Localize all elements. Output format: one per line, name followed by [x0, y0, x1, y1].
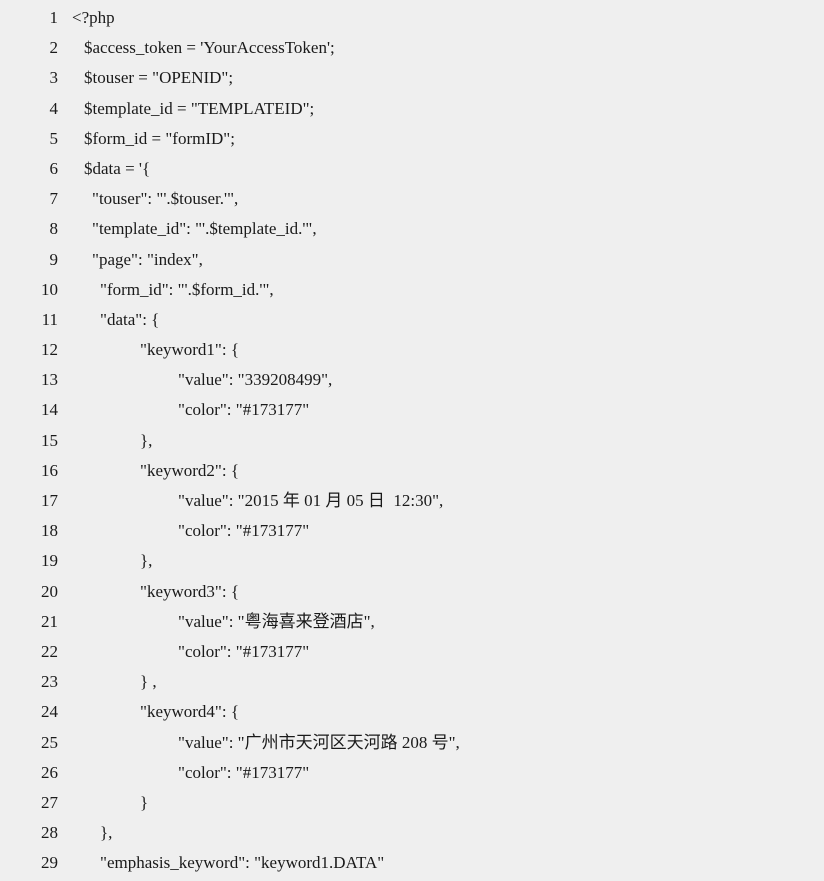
line-number: 28	[41, 823, 58, 843]
code-line: 3 $touser = "OPENID";	[0, 63, 824, 93]
line-number: 19	[41, 551, 58, 571]
code-line: 20 "keyword3": {	[0, 577, 824, 607]
code-line: 29 "emphasis_keyword": "keyword1.DATA"	[0, 848, 824, 878]
line-number: 16	[41, 460, 58, 480]
code-line: 23 } ,	[0, 667, 824, 697]
line-number: 13	[41, 370, 58, 390]
code-line: 25 "value": "广州市天河区天河路 208 号",	[0, 728, 824, 758]
code-line: 22 "color": "#173177"	[0, 637, 824, 667]
code-line: 11 "data": {	[0, 305, 824, 335]
line-text: },	[140, 551, 153, 571]
line-text: $form_id = "formID";	[84, 128, 235, 148]
line-text: "emphasis_keyword": "keyword1.DATA"	[100, 853, 385, 873]
line-text: "value": "339208499",	[178, 370, 333, 390]
line-number: 17	[41, 491, 58, 510]
line-text: "value": "2015 年 01 月 05 日 12:30",	[178, 491, 444, 510]
code-line: 15},	[0, 426, 824, 456]
line-text: "touser": "'.$touser.'",	[92, 189, 239, 209]
line-text: "color": "#173177"	[178, 641, 310, 661]
line-number: 18	[41, 521, 58, 541]
code-line: 13 "value": "339208499",	[0, 365, 824, 395]
line-text: "value": "广州市天河区天河路 208 号",	[178, 732, 460, 752]
code-line: 2 $access_token = 'YourAccessToken';	[0, 33, 824, 63]
line-text: "data": {	[100, 309, 160, 329]
line-text: }	[140, 792, 149, 812]
code-line: 28},	[0, 818, 824, 848]
line-text: "value": "粤海喜来登酒店",	[178, 611, 375, 631]
line-text: "form_id": "'.$form_id.'",	[100, 279, 274, 299]
line-number: 14	[41, 400, 58, 420]
code-line: 5 $form_id = "formID";	[0, 124, 824, 154]
line-number: 1	[49, 8, 59, 27]
line-number: 23	[41, 672, 58, 692]
line-text: },	[100, 823, 113, 843]
line-number: 11	[41, 309, 58, 329]
line-number: 26	[41, 762, 58, 782]
code-line: 21 "value": "粤海喜来登酒店",	[0, 607, 824, 637]
line-text: "template_id": "'.$template_id.'",	[92, 219, 317, 239]
code-line: 18 "color": "#173177"	[0, 516, 824, 546]
line-number: 27	[41, 792, 58, 812]
code-line: 7 "touser": "'.$touser.'",	[0, 184, 824, 214]
line-text: } ,	[140, 672, 157, 692]
code-line: 1 <?php	[0, 3, 824, 33]
code-line: 8 "template_id": "'.$template_id.'",	[0, 214, 824, 244]
line-number: 5	[49, 128, 59, 148]
code-line: 17 "value": "2015 年 01 月 05 日 12:30",	[0, 486, 824, 516]
code-line: 24 "keyword4": {	[0, 697, 824, 727]
line-number: 24	[41, 702, 58, 722]
line-text: $touser = "OPENID";	[84, 68, 234, 88]
code-line: 16 "keyword2": {	[0, 456, 824, 486]
line-number: 22	[41, 641, 58, 661]
line-number: 8	[49, 219, 59, 239]
line-text: },	[140, 430, 153, 450]
line-text: "page": "index",	[92, 249, 203, 269]
line-text: $data = '{	[84, 158, 151, 178]
line-number: 21	[41, 611, 58, 631]
code-line: 6 $data = '{	[0, 154, 824, 184]
line-text: "keyword3": {	[140, 581, 239, 601]
line-text: "keyword4": {	[140, 702, 239, 722]
line-text: "keyword2": {	[140, 460, 239, 480]
line-number: 10	[41, 279, 58, 299]
code-line: 27}	[0, 788, 824, 818]
line-text: $access_token = 'YourAccessToken';	[84, 38, 335, 58]
line-number: 4	[49, 98, 59, 118]
line-number: 3	[49, 68, 59, 88]
line-number: 2	[49, 38, 59, 58]
line-number: 15	[41, 430, 58, 450]
line-number: 7	[49, 189, 59, 209]
line-text: <?php	[72, 8, 115, 27]
line-number: 25	[41, 732, 58, 752]
line-text: "keyword1": {	[140, 340, 239, 360]
code-line: 10 "form_id": "'.$form_id.'",	[0, 275, 824, 305]
code-line: 14 "color": "#173177"	[0, 395, 824, 425]
line-number: 29	[41, 853, 58, 873]
line-text: $template_id = "TEMPLATEID";	[84, 98, 315, 118]
line-number: 9	[49, 249, 59, 269]
line-text: "color": "#173177"	[178, 521, 310, 541]
line-number: 6	[49, 158, 59, 178]
code-line: 26 "color": "#173177"	[0, 758, 824, 788]
line-text: "color": "#173177"	[178, 400, 310, 420]
code-line: 9 "page": "index",	[0, 245, 824, 275]
line-number: 12	[41, 340, 58, 360]
line-number: 20	[41, 581, 58, 601]
code-line: 12 "keyword1": {	[0, 335, 824, 365]
code-line: 4 $template_id = "TEMPLATEID";	[0, 94, 824, 124]
line-text: "color": "#173177"	[178, 762, 310, 782]
code-line: 19},	[0, 546, 824, 576]
